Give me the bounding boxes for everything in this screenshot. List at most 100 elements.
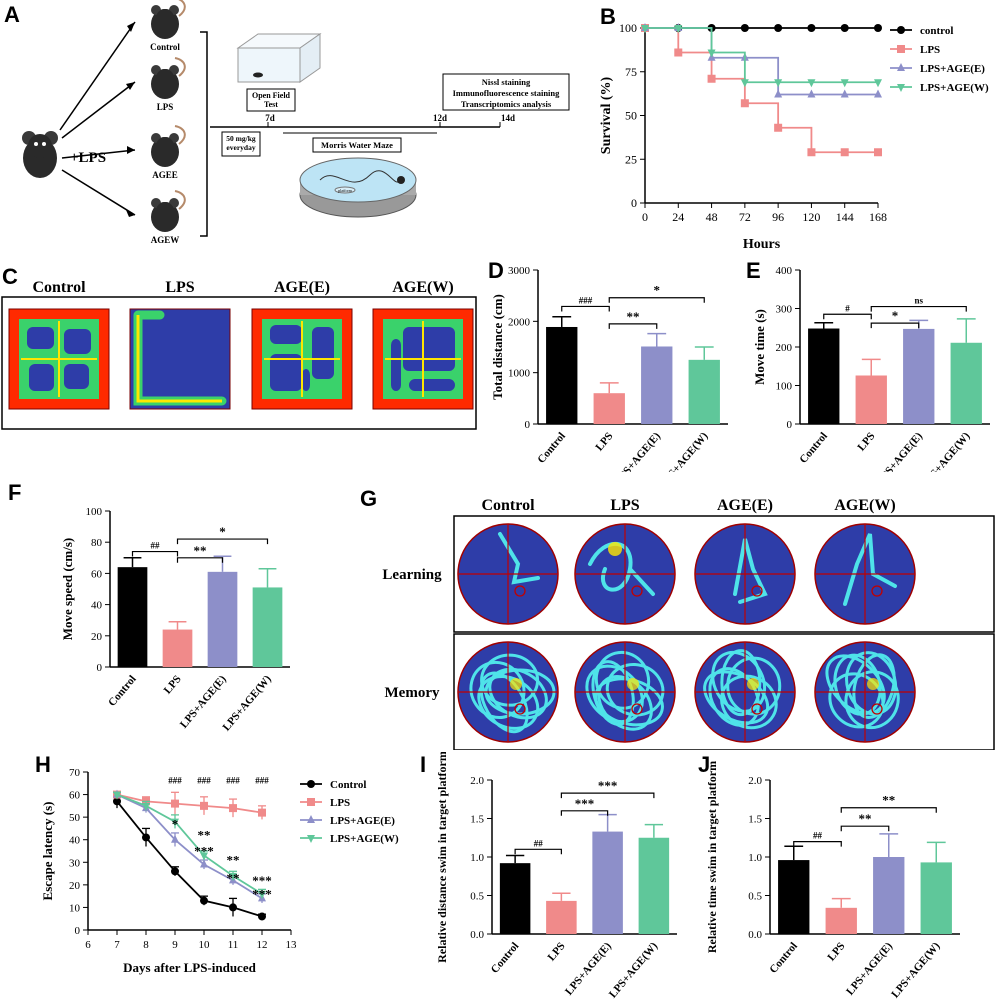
mouse-icon bbox=[151, 0, 186, 39]
significance-bracket bbox=[176, 538, 269, 545]
x-tick-label: 96 bbox=[772, 210, 784, 224]
x-tick-label: LPS+AGE(W) bbox=[919, 430, 973, 472]
data-point bbox=[740, 79, 749, 88]
y-tick-label: 60 bbox=[69, 790, 81, 802]
platform-marker bbox=[514, 703, 526, 715]
bar bbox=[920, 862, 952, 934]
x-tick-label: Control bbox=[767, 940, 800, 976]
data-point bbox=[200, 896, 208, 905]
data-point bbox=[807, 79, 816, 88]
series-line bbox=[645, 27, 878, 154]
data-point bbox=[840, 148, 849, 157]
group-label: AGEE bbox=[152, 170, 178, 180]
y-tick-label: 1.0 bbox=[470, 852, 484, 864]
data-point bbox=[171, 867, 179, 876]
legend-label: LPS+AGE(E) bbox=[920, 63, 985, 75]
significance-label: ### bbox=[197, 775, 211, 785]
significance-label: * bbox=[219, 524, 226, 539]
bar bbox=[252, 587, 283, 667]
legend-label: Control bbox=[330, 779, 366, 791]
y-tick-label: 10 bbox=[69, 902, 81, 914]
significance-label: ## bbox=[534, 838, 544, 848]
series-line bbox=[645, 27, 878, 96]
significance-label: ### bbox=[579, 295, 593, 305]
series-line bbox=[645, 27, 878, 84]
data-point bbox=[874, 89, 882, 98]
data-point bbox=[807, 24, 816, 32]
data-point bbox=[774, 123, 783, 132]
maze-circle bbox=[574, 641, 676, 743]
significance-bracket bbox=[840, 807, 937, 813]
data-point bbox=[229, 903, 237, 912]
y-tick-label: 0.5 bbox=[470, 891, 484, 903]
bar bbox=[546, 326, 578, 424]
bar bbox=[903, 328, 935, 424]
data-point bbox=[229, 872, 237, 881]
y-tick-label: 70 bbox=[69, 767, 81, 779]
track-square bbox=[372, 308, 474, 410]
significance-bracket bbox=[793, 841, 842, 847]
day-14-label: 14d bbox=[501, 113, 515, 123]
arrows bbox=[59, 21, 136, 216]
y-axis-label: Move speed (cm/s) bbox=[60, 538, 75, 641]
data-point bbox=[307, 798, 315, 806]
significance-label: * bbox=[892, 308, 899, 323]
y-tick-label: 0 bbox=[75, 925, 81, 937]
data-point bbox=[307, 835, 315, 843]
panel-label: G bbox=[360, 486, 377, 511]
maze-circle bbox=[574, 523, 676, 625]
x-tick-label: 12 bbox=[257, 939, 268, 951]
data-point bbox=[897, 45, 905, 53]
track-title: AGE(W) bbox=[834, 497, 895, 514]
significance-bracket bbox=[608, 297, 705, 303]
y-tick-label: 30 bbox=[69, 857, 81, 869]
data-point bbox=[774, 24, 783, 32]
data-point bbox=[707, 74, 716, 83]
x-tick-label: 168 bbox=[869, 210, 887, 224]
significance-label: *** bbox=[252, 886, 272, 901]
significance-bracket bbox=[560, 810, 609, 816]
significance-label: ## bbox=[151, 541, 161, 551]
x-tick-label: LPS bbox=[546, 940, 568, 963]
x-tick-label: 144 bbox=[836, 210, 854, 224]
group-label: Control bbox=[150, 42, 180, 52]
x-tick-label: 0 bbox=[642, 210, 648, 224]
data-point bbox=[740, 24, 749, 32]
y-tick-label: 200 bbox=[776, 342, 793, 354]
y-tick-label: 400 bbox=[776, 265, 793, 277]
maze-circle bbox=[694, 641, 796, 743]
x-tick-label: LPS+AGE(E) bbox=[178, 673, 229, 731]
mwm-label: Morris Water Maze bbox=[321, 140, 393, 150]
water-maze-icon: platform bbox=[299, 157, 417, 218]
significance-label: *** bbox=[252, 873, 272, 888]
maze-circle bbox=[814, 641, 916, 743]
mouse-icon bbox=[22, 131, 58, 178]
significance-label: ns bbox=[914, 296, 923, 306]
y-tick-label: 0 bbox=[525, 419, 531, 431]
y-tick-label: 25 bbox=[625, 152, 637, 166]
data-point bbox=[171, 818, 179, 827]
data-point bbox=[258, 890, 266, 899]
y-tick-label: 0.5 bbox=[748, 891, 762, 903]
bar bbox=[825, 907, 857, 934]
data-point bbox=[874, 148, 882, 157]
x-tick-label: LPS bbox=[855, 430, 877, 453]
lps-label: +LPS bbox=[70, 150, 106, 166]
y-axis-label: Total distance (cm) bbox=[490, 294, 505, 400]
data-point bbox=[258, 912, 266, 921]
